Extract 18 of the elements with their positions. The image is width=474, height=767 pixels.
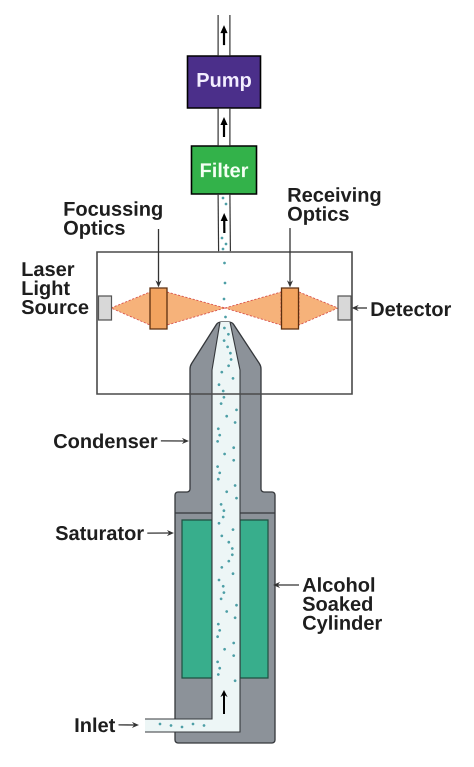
part-label: Saturator	[56, 526, 144, 540]
part-label: Receiving Optics	[288, 187, 380, 225]
part-label: Condenser	[54, 434, 158, 448]
chamber-box	[96, 251, 353, 395]
part-label: Laser Light Source	[22, 262, 88, 314]
part-label: Alcohol Soaked Cylinder	[302, 577, 382, 634]
source-block	[98, 295, 112, 321]
part-label: Focussing Optics	[64, 201, 162, 239]
part-label: Detector	[372, 302, 452, 316]
pipe	[218, 15, 230, 56]
pipe	[218, 194, 231, 252]
component-box: Filter	[190, 145, 258, 195]
part-label: Inlet	[76, 718, 116, 732]
pipe	[218, 108, 230, 146]
detector-block	[337, 295, 352, 321]
lens	[149, 287, 168, 330]
component-box: Pump	[186, 55, 262, 109]
lens	[280, 287, 300, 330]
